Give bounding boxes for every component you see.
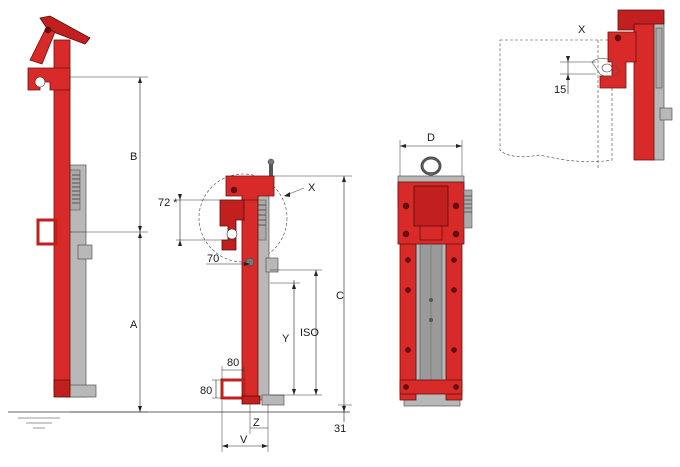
label-Y: Y <box>282 333 290 345</box>
dimension-Y-ISO <box>270 269 322 396</box>
dimension-A-B <box>70 76 148 413</box>
label-C: C <box>336 290 344 302</box>
label-V: V <box>240 434 248 446</box>
dimension-Z-V <box>221 400 269 452</box>
dimension-C <box>274 175 352 422</box>
detail-view-X <box>499 9 673 168</box>
dimension-70 <box>206 262 250 266</box>
side-view-lowered <box>198 158 288 406</box>
label-X-side: X <box>308 182 316 194</box>
label-72: 72 * <box>158 197 178 209</box>
label-80-h: 80 <box>227 357 239 369</box>
label-80-v: 80 <box>200 385 212 397</box>
side-view-raised <box>27 15 97 398</box>
label-Z: Z <box>253 417 260 429</box>
label-B: B <box>130 151 137 163</box>
dimension-72 <box>176 194 236 246</box>
leader-X <box>283 187 305 197</box>
dimension-80-h <box>221 366 245 380</box>
ground-line <box>8 411 350 429</box>
dimension-80-v <box>212 379 222 399</box>
label-ISO: ISO <box>300 327 319 339</box>
label-31: 31 <box>334 423 346 435</box>
front-view <box>397 140 473 407</box>
label-70: 70 <box>207 253 219 265</box>
label-X-detail: X <box>578 24 586 36</box>
label-D: D <box>427 132 435 144</box>
label-A: A <box>130 319 138 331</box>
label-15: 15 <box>554 84 566 96</box>
